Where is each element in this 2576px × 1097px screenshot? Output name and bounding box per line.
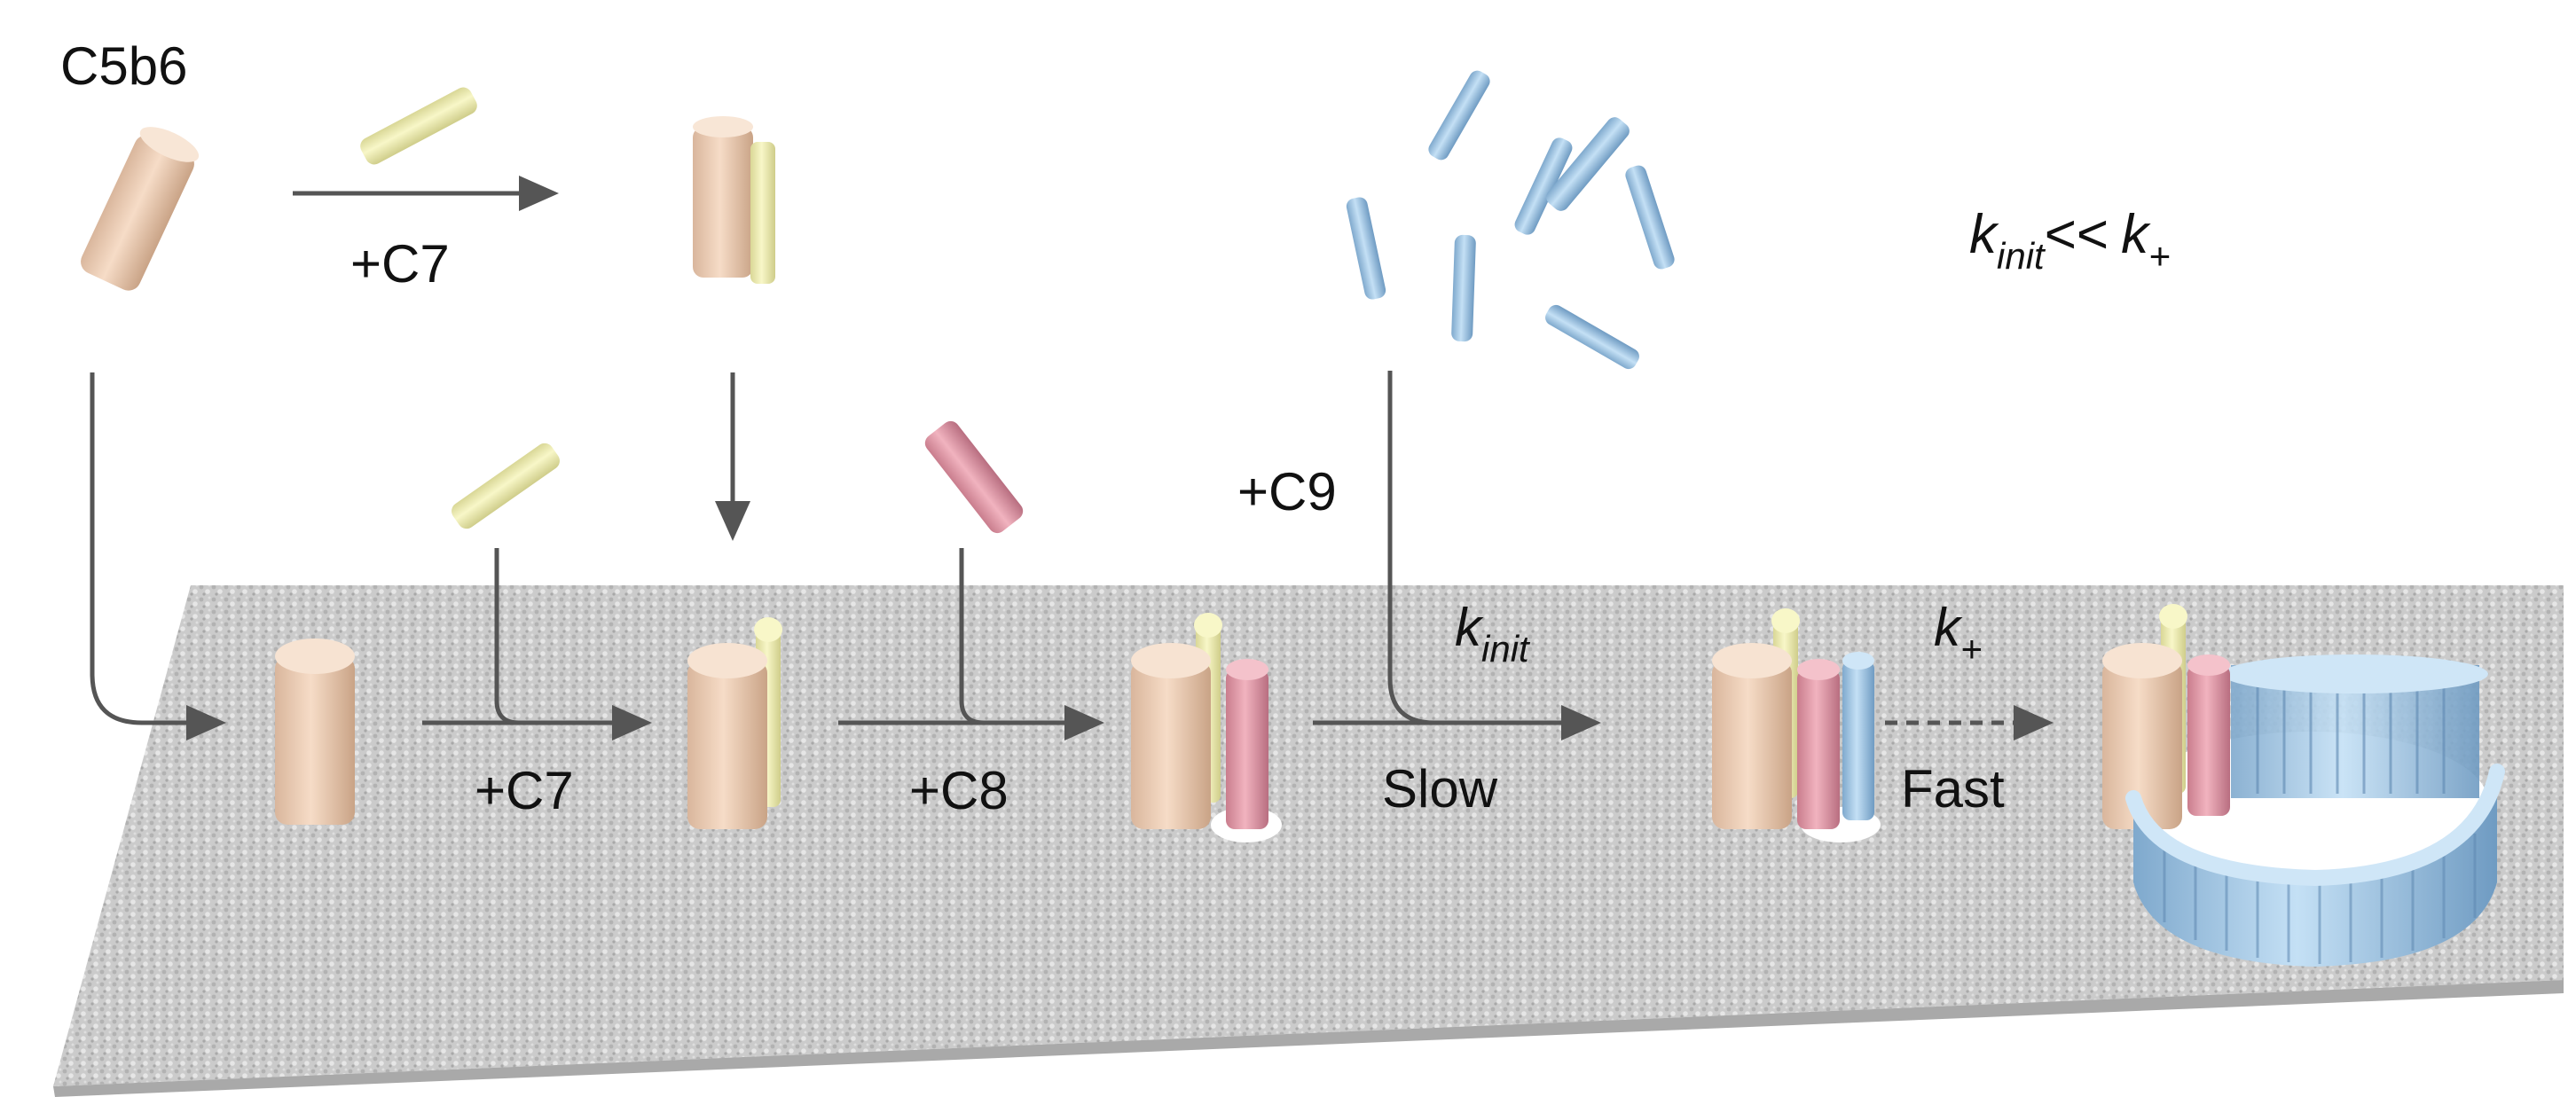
title-c5b6: C5b6 [60, 36, 187, 96]
label-c9: +C9 [1237, 462, 1337, 521]
c5b6-c7-complex-free [693, 116, 775, 284]
membrane-front-edge [53, 980, 2564, 1097]
c7-molecule-lower [452, 443, 560, 529]
c5b6-c7-membrane [687, 617, 782, 829]
arrow-c7-join [494, 548, 520, 725]
label-k-plus: k+ [1934, 598, 1983, 670]
c5b6-molecule-free [81, 127, 200, 291]
label-c7-bottom: +C7 [475, 761, 574, 820]
mac-pore [2102, 604, 2505, 967]
c5b6-membrane [275, 639, 355, 825]
label-slow: Slow [1382, 759, 1498, 819]
c5b6-c7-c8-membrane [1131, 613, 1282, 842]
membrane [53, 585, 2564, 1086]
arrow-c5b6-down [90, 372, 226, 740]
c7-molecule-top [360, 87, 477, 165]
label-c8: +C8 [909, 761, 1009, 820]
pore-front-wall [2125, 764, 2505, 967]
c9-monomers [1346, 70, 1675, 370]
label-rate-relation: kinit<<k+ [1969, 204, 2171, 277]
label-fast: Fast [1901, 759, 2005, 819]
pore-back-wall [2222, 654, 2488, 798]
c8-molecule [924, 420, 1024, 534]
label-k-init: kinit [1455, 598, 1531, 670]
arrow-c9-join [1387, 371, 1435, 725]
arrow-c8-join [959, 548, 985, 725]
arrows [90, 176, 2054, 740]
label-c7-top: +C7 [350, 234, 450, 294]
c5b6-c7-c8-c9-membrane [1712, 608, 1881, 842]
